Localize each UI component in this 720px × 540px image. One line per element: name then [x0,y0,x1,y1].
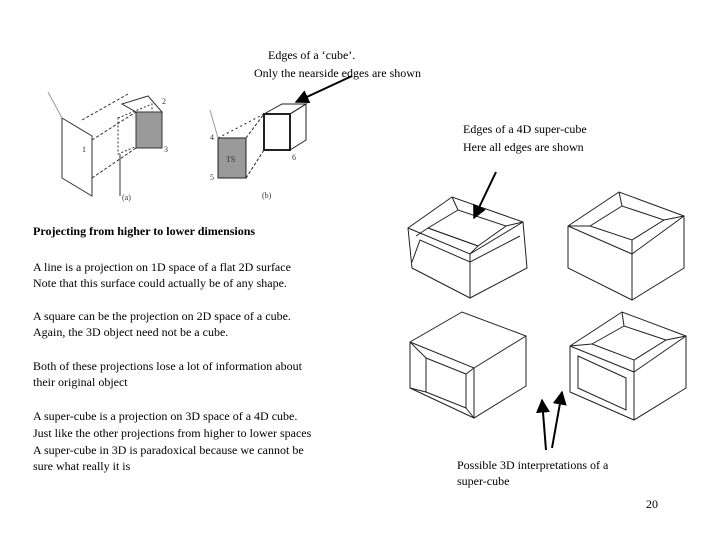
caption-a: (a) [122,193,131,202]
callout-4d-line2: Here all edges are shown [463,140,584,154]
vertex-label-1: 1 [82,145,86,154]
projection-figure-a [47,91,164,197]
para1-line1: A line is a projection on 1D space of a … [33,260,291,274]
projection-figure-b [209,103,308,179]
super-cube-1 [407,196,528,299]
arrow-interp-left [536,398,550,451]
para2-line1: A square can be the projection on 2D spa… [33,309,291,323]
cube-a-shaded-face [135,111,163,149]
super-cube-4 [569,311,687,421]
callout-interp-line1: Possible 3D interpretations of a [457,458,609,472]
para2-line2: Again, the 3D object need not be a cube. [33,325,229,339]
caption-b: (b) [262,191,272,200]
arrow-to-supercube [473,171,497,220]
callout-interp-line2: super-cube [457,474,510,488]
section-heading: Projecting from higher to lower dimensio… [33,224,256,238]
cube-b-side [289,103,307,151]
para4-line1: A super-cube is a projection on 3D space… [33,409,298,423]
vertex-label-5: 5 [210,173,214,182]
para3-line1: Both of these projections lose a lot of … [33,359,302,373]
callout-4d-line1: Edges of a 4D super-cube [463,122,587,136]
para1-line2: Note that this surface could actually be… [33,276,287,290]
arrow-to-cube [294,75,353,104]
vertex-label-2: 2 [162,97,166,106]
plane-a [61,117,93,197]
slide-number: 20 [646,497,658,511]
vertex-label-4: 4 [210,133,214,142]
vertex-label-6: 6 [292,153,296,162]
para4-line2: Just like the other projections from hig… [33,426,312,440]
cube-b-top [262,103,308,115]
arrow-interp-right [551,390,567,449]
cube-b-front [263,113,291,151]
callout-cube-line1: Edges of a ‘cube’. [268,48,356,62]
super-cube-2 [567,191,685,301]
para3-line2: their original object [33,375,128,389]
callout-cube-line2: Only the nearside edges are shown [254,66,421,80]
vertex-label-3: 3 [164,145,168,154]
para4-line4: sure what really it is [33,459,131,473]
face-label-ts: TS [226,155,235,164]
cube-a-top [120,95,164,113]
super-cube-3 [409,311,527,419]
para4-line3: A super-cube in 3D is paradoxical becaus… [33,443,304,457]
